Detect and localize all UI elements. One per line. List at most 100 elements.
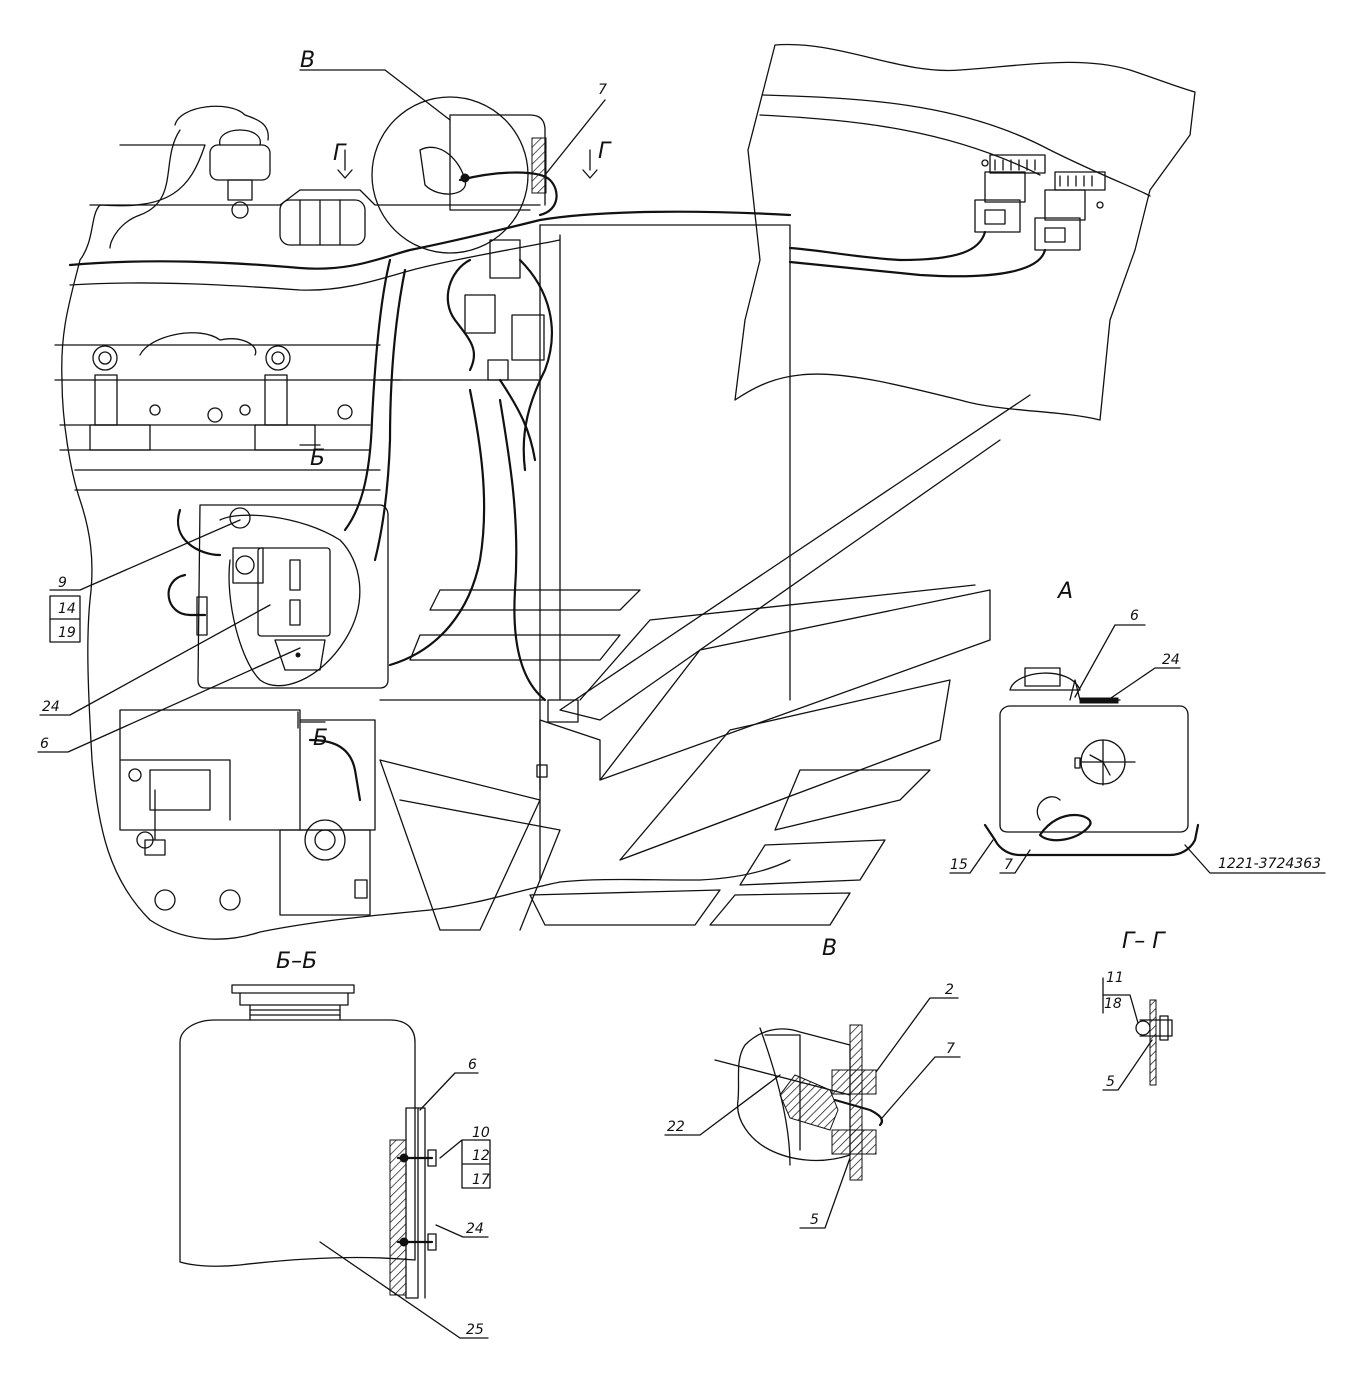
callout-main-9: 9 (58, 575, 67, 591)
lower-assembly (119, 709, 376, 916)
main-view-break-outline (61, 144, 791, 940)
cut-mark-b-bottom (297, 711, 326, 729)
panel-right-edge (539, 224, 791, 701)
section-bb-label: Б–Б (276, 949, 317, 974)
leader-v-7 (881, 1056, 961, 1119)
section-v-grommet-bottom (831, 1129, 877, 1155)
section-v-plug (779, 1074, 839, 1131)
section-bb-nut-2 (427, 1233, 437, 1251)
section-bb-neck-rings (249, 1009, 341, 1016)
section-gg-label: Г– Г (1122, 929, 1166, 954)
callout-main-24: 24 (42, 699, 60, 715)
cab-connector-left (974, 154, 1046, 233)
leader-v-5 (799, 1157, 851, 1229)
relay-block (446, 239, 553, 472)
leader-a-6 (1074, 624, 1146, 698)
callout-v-2: 2 (945, 982, 954, 998)
view-g-label-left: Г (333, 141, 347, 166)
section-v-label: В (822, 936, 837, 961)
section-bb-tank (179, 1019, 416, 1267)
leader-v-22 (664, 1074, 781, 1136)
view-a-hose (1036, 796, 1061, 821)
washer-reservoir-main (167, 504, 389, 689)
callout-box-14-19 (49, 595, 81, 643)
leader-main-9 (49, 519, 241, 591)
leader-main-24 (39, 604, 271, 716)
leader-a-part (1184, 844, 1326, 874)
leader-view-v (299, 69, 451, 121)
callout-bb-10: 10 (472, 1125, 490, 1141)
callout-a-24: 24 (1162, 652, 1180, 668)
callout-a-6: 6 (1130, 608, 1139, 624)
callout-a-15: 15 (950, 857, 968, 873)
section-bb-gasket (389, 1139, 407, 1296)
leader-gg-5 (1102, 1039, 1153, 1091)
section-bb: Б–Б 6 10 12 17 24 25 (179, 949, 491, 1339)
leader-main-7 (544, 99, 606, 176)
section-gg-bolt-head (1135, 1020, 1151, 1036)
cut-mark-g-right (582, 149, 598, 179)
callout-a-7: 7 (1004, 857, 1013, 873)
callout-gg-5: 5 (1106, 1074, 1115, 1090)
callout-bb-24: 24 (466, 1221, 484, 1237)
view-b-label-top: Б (310, 446, 325, 471)
callout-gg-18: 18 (1104, 996, 1122, 1012)
harness-down-right (498, 398, 547, 702)
view-a: А 6 24 15 7 1221-3724363 (949, 579, 1326, 874)
callout-main-6: 6 (40, 736, 49, 752)
callout-bb-6: 6 (468, 1057, 477, 1073)
harness-cab-1 (788, 230, 987, 262)
section-v-outline (736, 1028, 851, 1162)
cut-mark-g-left (337, 149, 353, 179)
cab-panel-outline (734, 43, 1196, 421)
callout-v-5: 5 (810, 1212, 819, 1228)
harness-vertical-2 (373, 268, 407, 562)
view-a-hose-loop (1038, 813, 1092, 842)
section-bb-bolt-head-2 (399, 1237, 409, 1247)
panel-verticals (539, 224, 561, 881)
harness-main-lower (69, 239, 561, 291)
section-bb-cap-neck (239, 992, 349, 1021)
harness-to-reservoir (388, 388, 486, 667)
leader-main-6 (37, 647, 301, 753)
callout-main-7: 7 (598, 82, 607, 98)
leader-bb-6 (419, 1072, 479, 1111)
callout-bb-17: 17 (472, 1172, 490, 1188)
harness-vertical-1 (343, 258, 392, 532)
harness-main (68, 210, 792, 270)
leader-gg-11-18 (1102, 977, 1139, 1024)
leader-a-7 (999, 849, 1031, 874)
section-bb-nut-1 (427, 1149, 437, 1167)
view-a-cap-top (1024, 667, 1061, 687)
leader-a-24 (1107, 667, 1181, 701)
view-g-label-right: Г (598, 139, 612, 164)
callout-bb-12: 12 (472, 1148, 490, 1164)
leader-v-2 (875, 997, 959, 1073)
view-a-fitting (1074, 757, 1081, 769)
cab-connector-right (1034, 171, 1106, 251)
harness-cab-2 (788, 248, 1047, 278)
mounting-bracket (536, 699, 601, 791)
cab-edge-line (762, 94, 1151, 197)
view-a-tank (999, 705, 1189, 833)
callout-box-bb-10-12-17 (439, 1139, 491, 1189)
section-v-wire (833, 1098, 884, 1127)
engine-cylinder-row (54, 332, 401, 491)
panel-horizontals (379, 379, 546, 701)
view-a-pump-cross (1079, 739, 1136, 786)
callout-main-19: 19 (58, 625, 76, 641)
view-a-cap (1009, 672, 1081, 691)
view-a-lower-bracket (983, 823, 1200, 857)
section-gg-nut (1159, 1015, 1169, 1041)
callout-gg-11: 11 (1106, 970, 1124, 986)
section-gg: Г– Г 11 18 5 (1102, 929, 1173, 1091)
section-v-grommet-top (831, 1069, 877, 1095)
callout-a-part-number: 1221-3724363 (1218, 856, 1321, 872)
view-a-clamp (1079, 697, 1119, 704)
section-gg-bolt (1139, 1019, 1173, 1037)
cab-edge-line-2 (759, 114, 1041, 176)
frame-stripes (379, 394, 1031, 931)
section-v: В 2 7 22 5 (664, 936, 961, 1229)
leader-bb-25 (319, 1241, 489, 1339)
detail-circle-v (371, 96, 558, 254)
